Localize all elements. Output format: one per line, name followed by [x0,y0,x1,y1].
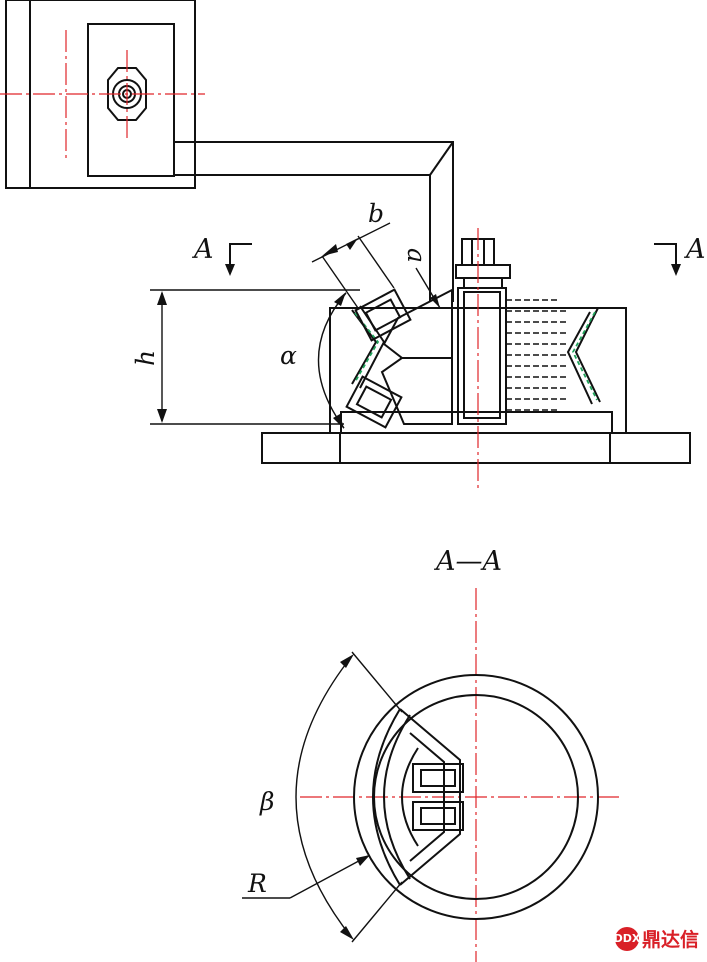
label-r: R [247,869,267,898]
alpha-arrow-bottom [333,414,344,429]
section-marker-right [654,243,681,276]
dimension-r [242,855,370,899]
base-plate [261,432,691,464]
section-marker-left [225,243,252,276]
label-alpha: α [280,341,297,370]
watermark-logo: DDX 鼎达信 [614,925,699,952]
alpha-arrow-top [334,292,346,306]
watermark-badge-icon: DDX [614,926,640,951]
watermark-text: 鼎达信 [641,929,699,951]
section-sensor-upper [412,763,464,793]
section-title: A—A [433,546,502,577]
label-beta: β [259,787,274,816]
lower-sensor-block [345,375,403,429]
label-a: a [402,248,431,263]
dimension-a [415,267,441,309]
right-v-shoe [566,307,601,405]
dimension-b [311,222,395,309]
dimension-alpha [317,292,347,429]
beta-arrow-bottom [340,926,354,940]
hex-bolt [455,238,511,289]
section-shoe [372,708,461,886]
screw-rod [457,287,507,425]
section-sensor-lower [412,801,464,831]
beta-arrow-top [340,654,354,668]
hidden-lines [506,299,566,411]
section-label-left: A [191,234,214,265]
label-b: b [368,199,384,228]
bracket-arm [174,141,454,302]
dimension-h [150,289,360,425]
center-lines-block [0,30,205,160]
dimension-beta [295,651,403,943]
section-label-right: A [683,234,706,265]
label-h: h [131,350,160,366]
wedge-element [380,288,453,425]
